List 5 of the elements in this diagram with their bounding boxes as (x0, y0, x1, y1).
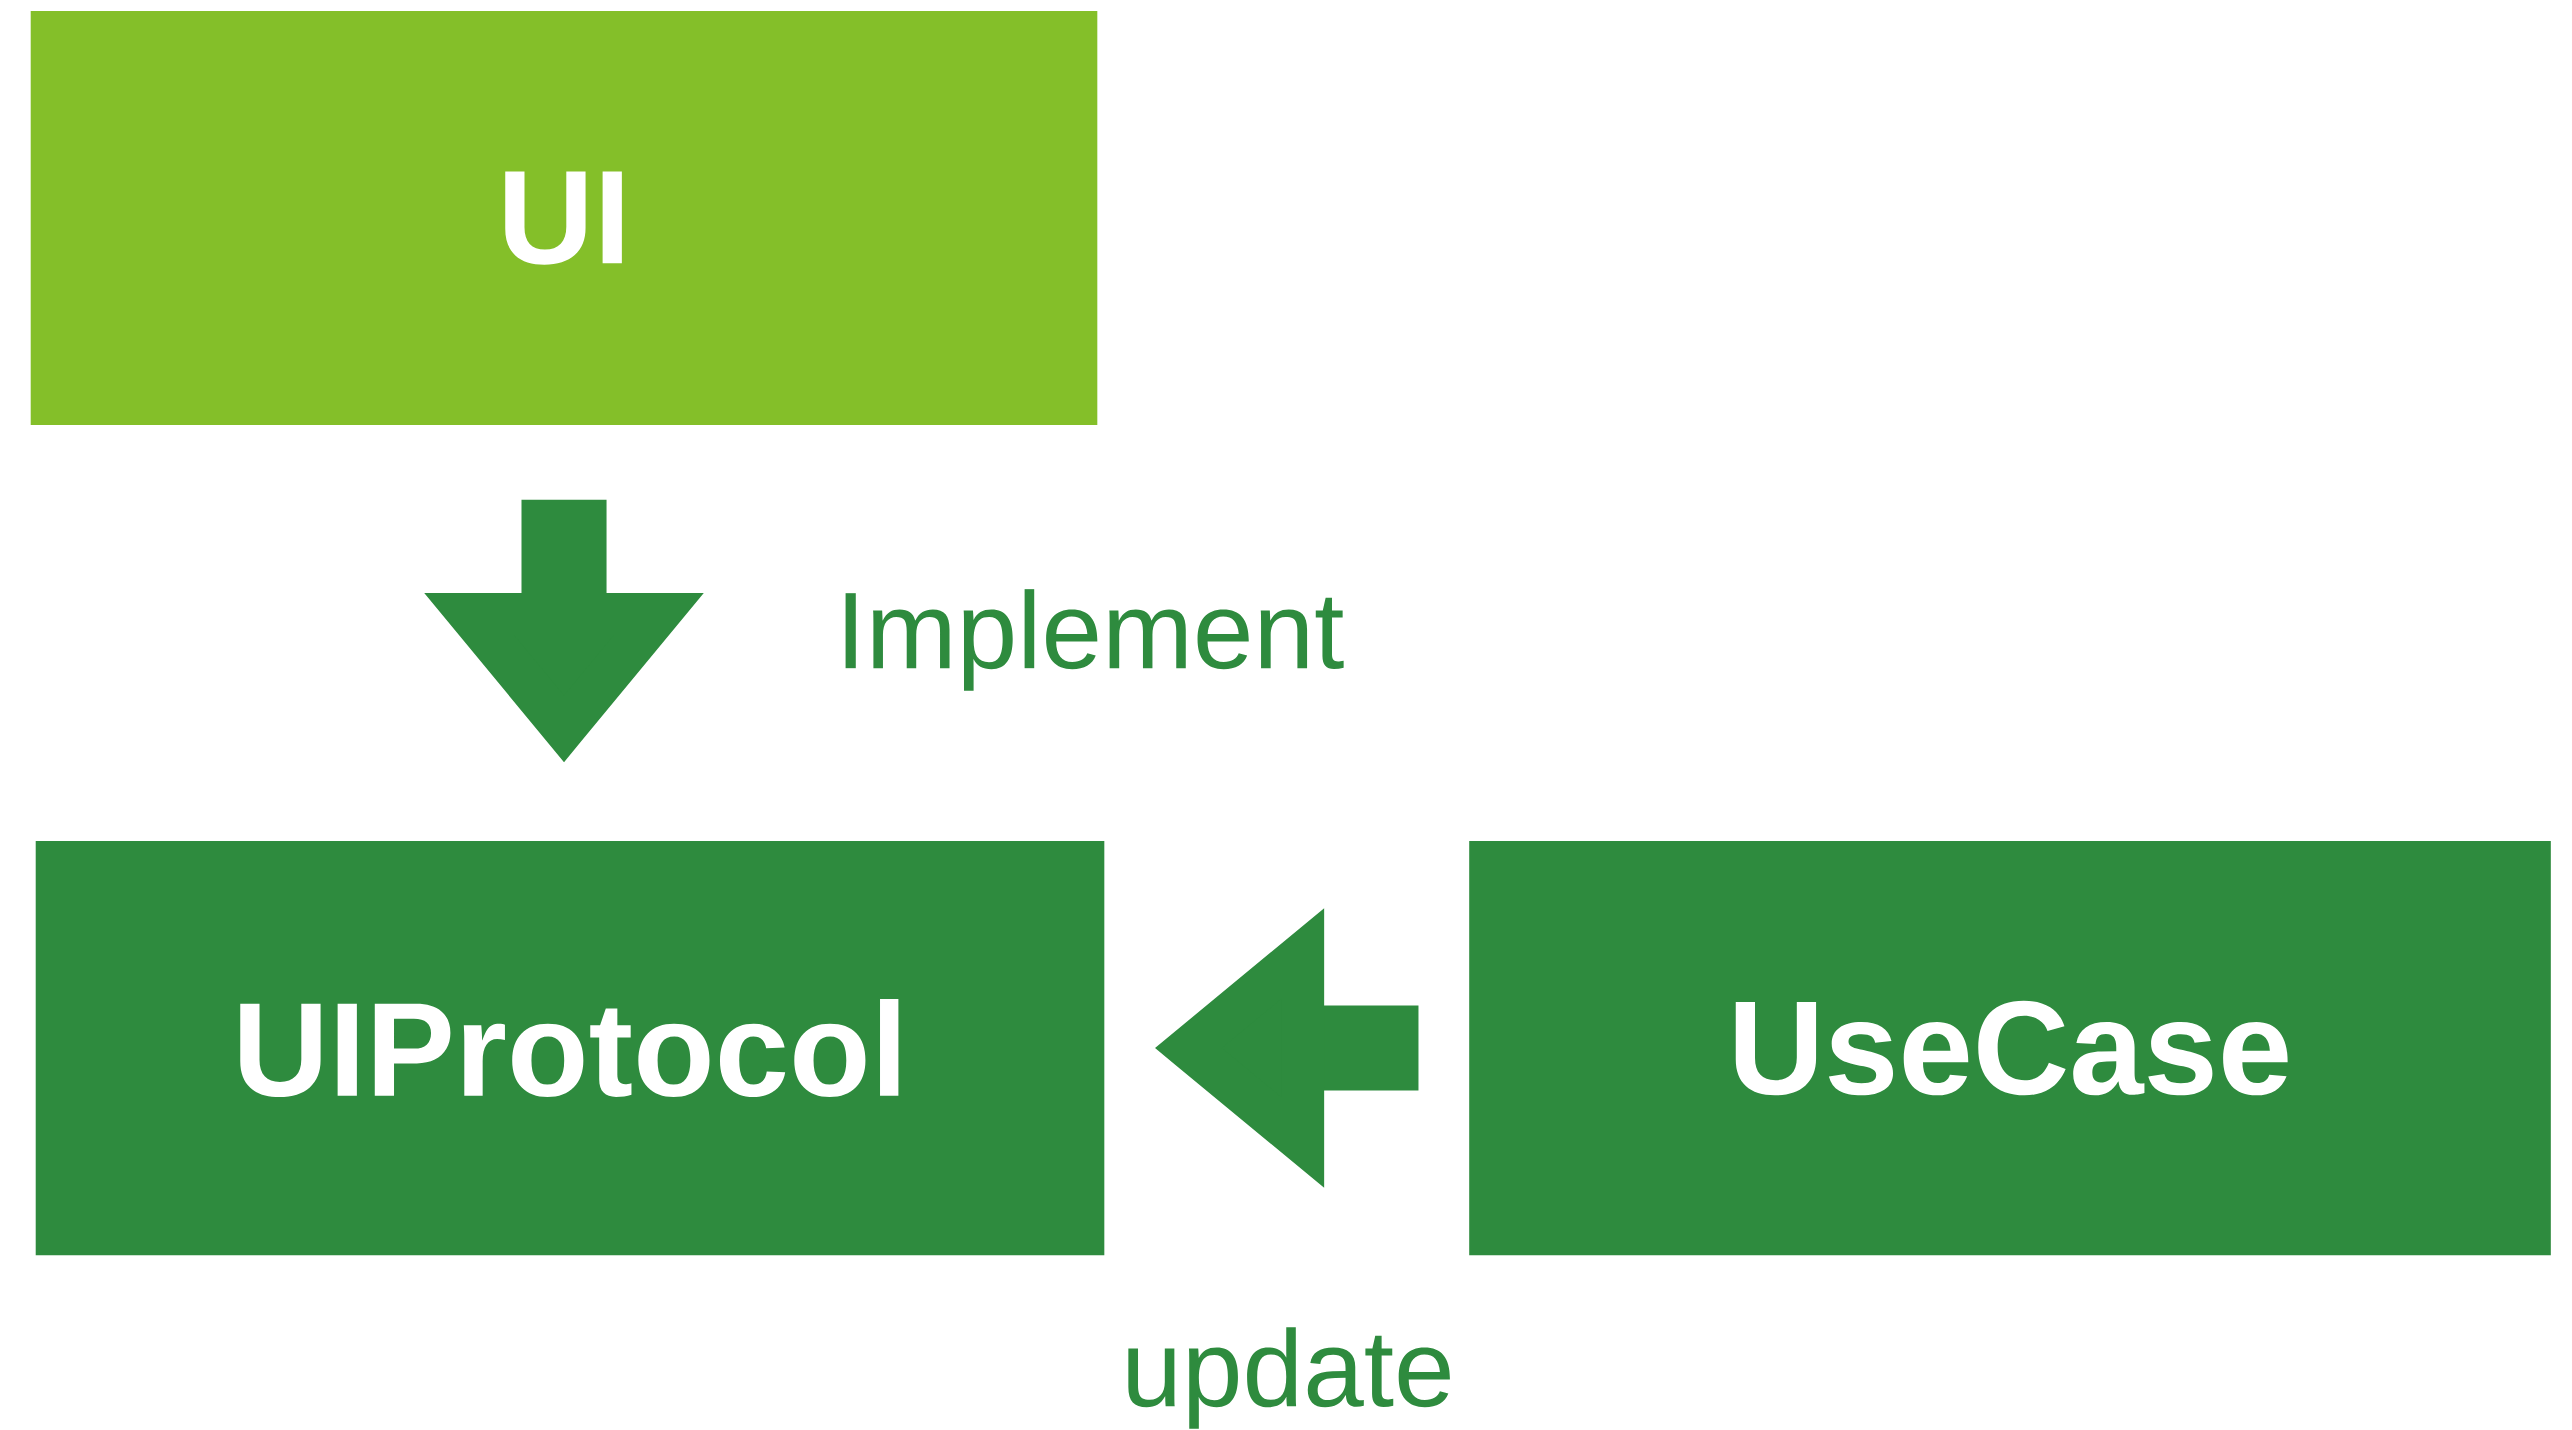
edge-label: Implement (845, 589, 1344, 691)
process-box: UIProtocol (35, 840, 1105, 1256)
process-box: UseCase (1469, 840, 2551, 1256)
edge-label: update (1128, 1327, 1450, 1429)
process-box: UI (30, 10, 1098, 426)
